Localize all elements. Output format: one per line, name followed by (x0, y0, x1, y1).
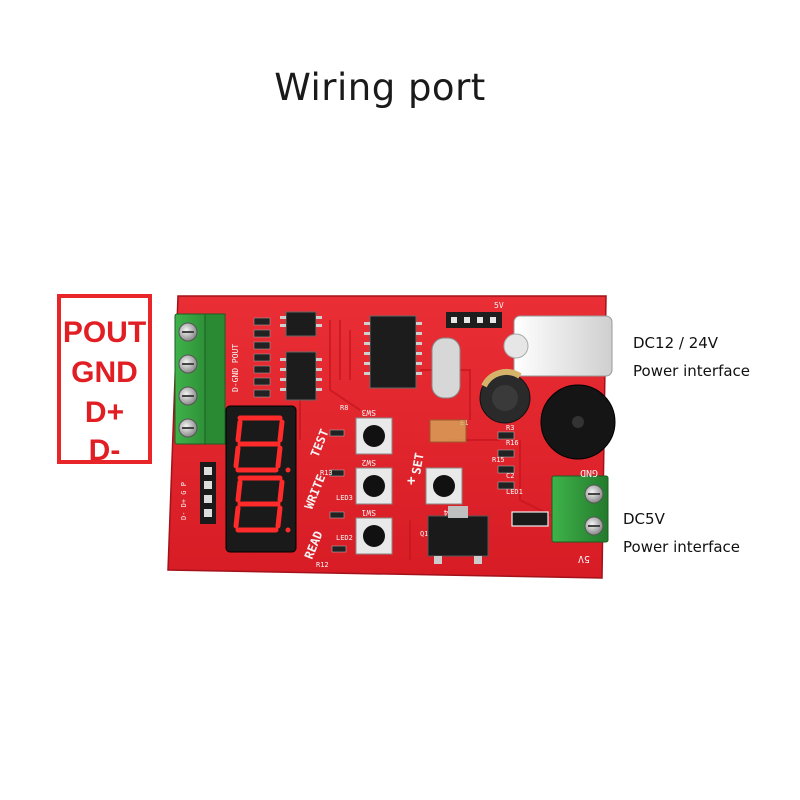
pin-label-d-minus: D- (88, 434, 121, 467)
ic-chips (280, 311, 422, 401)
callout-dc-low-voltage: DC5V (623, 510, 665, 528)
silk-c2: C2 (506, 472, 514, 480)
pin-label-pout: POUT (62, 316, 147, 349)
silk-r16: R16 (506, 439, 519, 447)
top-5v-silk: 5V (494, 301, 504, 310)
smd-resistor-column (253, 317, 271, 398)
silk-sw3: SW3 (361, 408, 376, 417)
silk-r13: R13 (320, 469, 333, 477)
silk-sw2: SW2 (361, 458, 376, 467)
trimmer-pad (429, 419, 467, 443)
side-header-silk: D- D+ G P (180, 482, 188, 520)
power-terminal-5v (551, 475, 609, 543)
silk-gnd: GND (580, 467, 598, 478)
tactile-switches (355, 417, 463, 555)
side-header (200, 462, 216, 524)
switch-write (355, 467, 393, 505)
silk-r8: R8 (340, 404, 348, 412)
electrolytic-capacitor (479, 369, 531, 424)
silk-led3: LED3 (336, 494, 353, 502)
silk-r3: R3 (506, 424, 514, 432)
silk-r15: R15 (492, 456, 505, 464)
crystal-oscillator (431, 337, 461, 399)
switch-read (355, 517, 393, 555)
callout-dc-high-label: Power interface (633, 362, 751, 380)
silk-sw1: SW1 (361, 508, 376, 517)
pin-label-gnd: GND (71, 356, 138, 389)
page-title: Wiring port (274, 66, 486, 109)
callout-dc-high-voltage: DC12 / 24V (633, 334, 719, 352)
silk-r12: R12 (316, 561, 329, 569)
silk-set: SET (409, 452, 427, 476)
smd-components (329, 429, 515, 553)
diode (511, 511, 549, 527)
program-header (446, 312, 502, 328)
silk-q1: Q1 (420, 530, 428, 538)
pin-label-d-plus: D+ (84, 396, 125, 429)
wiring-pin-box: POUT GND D+ D- (57, 294, 152, 467)
switch-set (425, 467, 463, 505)
switch-test (355, 417, 393, 455)
terminal-header-silk: D-GND POUT (231, 344, 240, 392)
callout-dc-low-label: Power interface (623, 538, 741, 556)
seven-segment-display (225, 405, 297, 553)
buzzer (540, 384, 616, 460)
silk-5v: 5V (578, 553, 590, 564)
component-silk: R16 R15 C2 LED1 R3 R12 R13 R8 LED2 LED3 … (316, 404, 523, 569)
silk-plus: + (407, 473, 415, 489)
silk-led1: LED1 (506, 488, 523, 496)
signal-terminal-block (174, 313, 226, 445)
dc-barrel-jack (503, 315, 613, 377)
silk-led2: LED2 (336, 534, 353, 542)
voltage-regulator (427, 506, 489, 564)
